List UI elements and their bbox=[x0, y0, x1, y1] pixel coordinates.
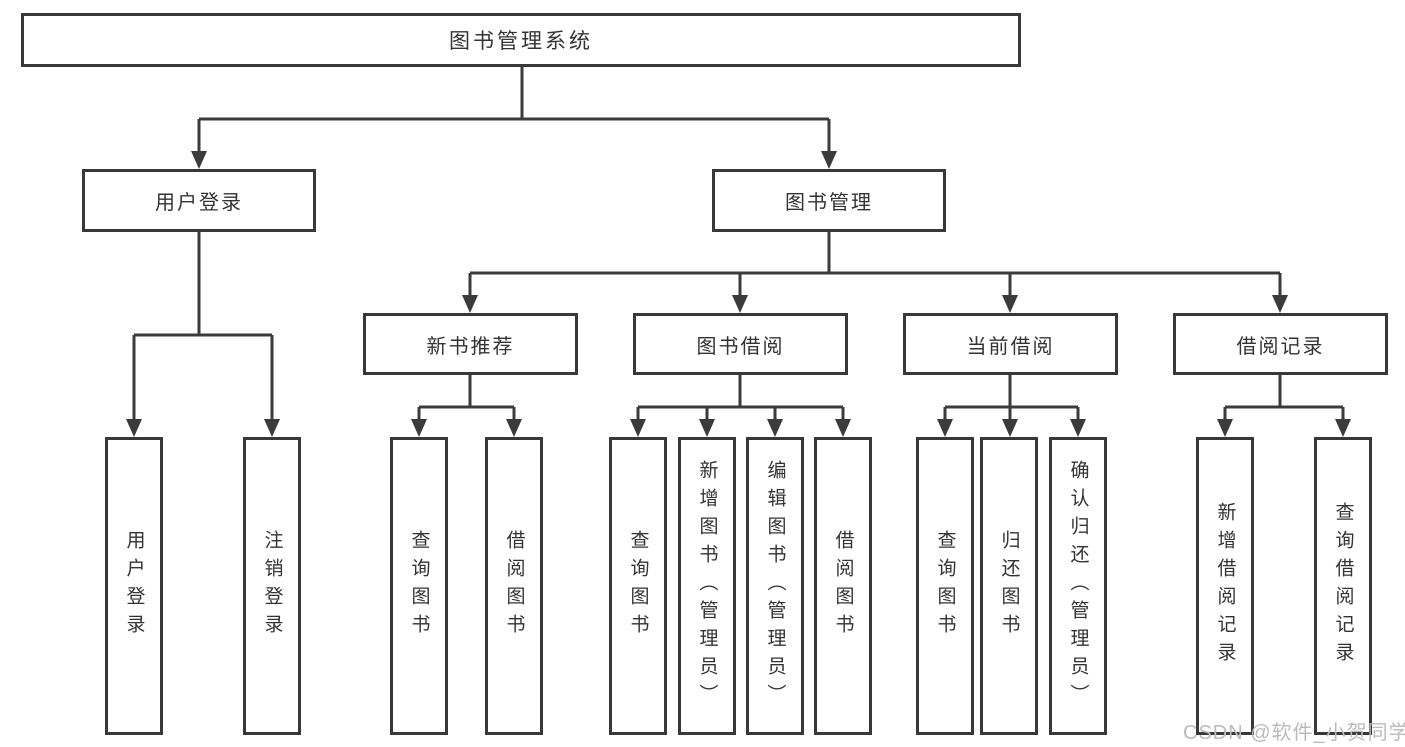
node-label: 当前借阅 bbox=[966, 335, 1055, 358]
node-label: 查询图书 bbox=[627, 530, 649, 642]
arrowhead bbox=[821, 151, 837, 169]
arrowhead bbox=[126, 419, 142, 437]
arrowhead bbox=[1070, 419, 1086, 437]
arrowhead bbox=[1002, 419, 1018, 437]
node-label: 新增借阅记录 bbox=[1214, 502, 1236, 670]
node-label: 编辑图书（管理员） bbox=[764, 460, 786, 712]
node-borrowing-records: 借阅记录 bbox=[1173, 313, 1388, 375]
leaf-borrow-books-recommendation: 借阅图书 bbox=[485, 437, 543, 735]
node-book-management: 图书管理 bbox=[712, 169, 946, 232]
node-label: 注销登录 bbox=[261, 530, 283, 642]
leaf-query-borrow-record: 查询借阅记录 bbox=[1314, 437, 1372, 735]
node-new-book-recommendation: 新书推荐 bbox=[363, 313, 578, 375]
node-label: 查询图书 bbox=[408, 530, 430, 642]
leaf-add-books-admin: 新增图书（管理员） bbox=[678, 437, 736, 735]
leaf-edit-books-admin: 编辑图书（管理员） bbox=[746, 437, 804, 735]
arrowhead bbox=[699, 419, 715, 437]
arrowhead bbox=[630, 419, 646, 437]
arrowhead bbox=[411, 419, 427, 437]
arrowhead bbox=[767, 419, 783, 437]
node-label: 图书管理 bbox=[785, 192, 873, 214]
node-current-borrowing: 当前借阅 bbox=[903, 313, 1118, 375]
csdn-watermark: CSDN @软件_小贺同学 bbox=[1183, 722, 1405, 744]
leaf-query-books-borrowing: 查询图书 bbox=[609, 437, 667, 735]
connector-book-management-to-level3 bbox=[462, 232, 1288, 313]
node-label: 用户登录 bbox=[123, 530, 145, 642]
node-book-borrowing: 图书借阅 bbox=[633, 313, 848, 375]
node-root-library-system: 图书管理系统 bbox=[21, 13, 1021, 67]
connector-root-to-level2 bbox=[191, 67, 837, 169]
node-label: 图书借阅 bbox=[696, 335, 785, 358]
node-label: 新增图书（管理员） bbox=[696, 460, 718, 712]
node-label: 用户登录 bbox=[155, 192, 243, 214]
arrowhead bbox=[191, 151, 207, 169]
leaf-return-books: 归还图书 bbox=[980, 437, 1038, 735]
node-label: 借阅记录 bbox=[1236, 335, 1325, 358]
arrowhead bbox=[1335, 419, 1351, 437]
arrowhead bbox=[1217, 419, 1233, 437]
arrowhead bbox=[835, 419, 851, 437]
node-label: 查询图书 bbox=[934, 530, 956, 642]
node-label: 借阅图书 bbox=[832, 530, 854, 642]
connector-borrowing-records-to-leaves bbox=[1217, 375, 1351, 437]
node-user-login: 用户登录 bbox=[82, 169, 316, 232]
connector-book-borrowing-to-leaves bbox=[630, 375, 851, 437]
arrowhead bbox=[937, 419, 953, 437]
connector-user-login-to-leaves bbox=[126, 232, 280, 437]
connector-current-borrowing-to-leaves bbox=[937, 375, 1086, 437]
arrowhead bbox=[1002, 295, 1018, 313]
leaf-confirm-return-admin: 确认归还（管理员） bbox=[1049, 437, 1107, 735]
arrowhead bbox=[462, 295, 478, 313]
arrowhead bbox=[1272, 295, 1288, 313]
leaf-query-books-current: 查询图书 bbox=[916, 437, 974, 735]
node-label: 新书推荐 bbox=[426, 335, 515, 358]
arrowhead bbox=[732, 295, 748, 313]
node-label: 查询借阅记录 bbox=[1332, 502, 1354, 670]
leaf-logout-login: 注销登录 bbox=[243, 437, 301, 735]
node-label: 图书管理系统 bbox=[449, 30, 593, 53]
leaf-query-books-recommendation: 查询图书 bbox=[390, 437, 448, 735]
connector-new-book-recommendation-to-leaves bbox=[411, 375, 522, 437]
leaf-add-borrow-record: 新增借阅记录 bbox=[1196, 437, 1254, 735]
arrowhead bbox=[506, 419, 522, 437]
node-label: 借阅图书 bbox=[503, 530, 525, 642]
node-label: 确认归还（管理员） bbox=[1067, 460, 1089, 712]
arrowhead bbox=[264, 419, 280, 437]
leaf-borrow-books-borrowing: 借阅图书 bbox=[814, 437, 872, 735]
node-label: 归还图书 bbox=[998, 530, 1020, 642]
leaf-user-login: 用户登录 bbox=[105, 437, 163, 735]
